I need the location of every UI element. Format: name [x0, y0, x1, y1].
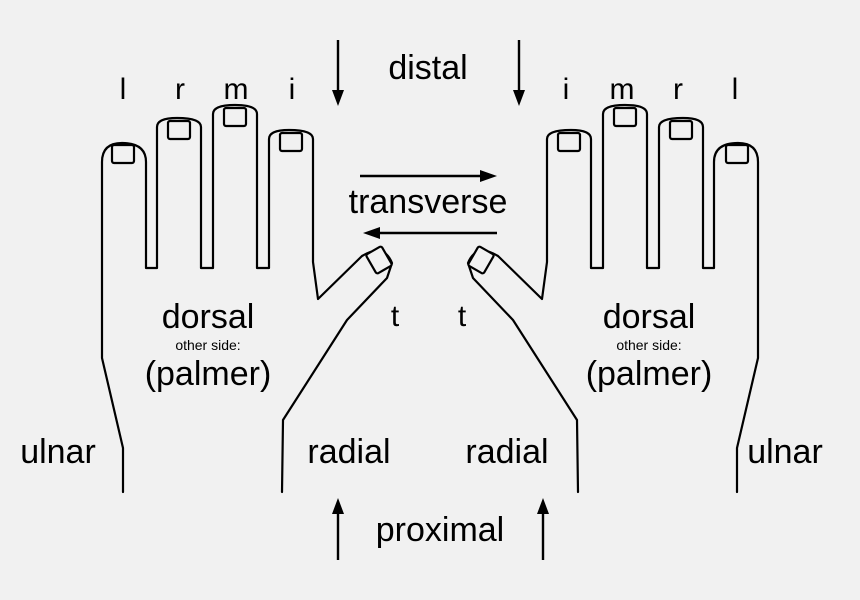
left-radial-label: radial [307, 433, 390, 471]
right-finger-label-middle: m [610, 73, 635, 106]
transverse-arrow-left-head [363, 227, 380, 239]
left-finger-label-little: l [120, 73, 127, 106]
left-ulnar-label: ulnar [20, 433, 96, 471]
direction-arrows [332, 40, 549, 560]
right-hand-outline [466, 103, 760, 494]
left-finger-label-ring: r [175, 73, 185, 106]
left-thumb-label: t [391, 300, 400, 333]
distal-arrow-left-head [332, 90, 344, 106]
right-ulnar-label: ulnar [747, 433, 823, 471]
transverse-label: transverse [349, 183, 508, 221]
distal-label: distal [388, 49, 467, 87]
left-ring-fingernail [166, 119, 192, 141]
proximal-arrow-left-head [332, 498, 344, 514]
right-dorsal-label: dorsal [603, 298, 696, 336]
left-hand-outline [100, 103, 394, 494]
proximal-arrow-right-head [537, 498, 549, 514]
transverse-arrow-right-head [480, 170, 497, 182]
left-hand [100, 103, 394, 494]
right-radial-label: radial [465, 433, 548, 471]
left-finger-label-index: i [289, 73, 296, 106]
right-ring-fingernail [668, 119, 694, 141]
right-hand [466, 103, 760, 494]
left-index-fingernail [278, 131, 304, 153]
left-middle-fingernail [222, 106, 248, 128]
right-other-side-note: other side: [616, 337, 681, 353]
right-palmer-label: (palmer) [586, 355, 713, 393]
left-thumbnail [365, 245, 393, 275]
right-thumb-label: t [458, 300, 467, 333]
left-other-side-note: other side: [175, 337, 240, 353]
right-finger-label-little: l [732, 73, 739, 106]
right-little-fingernail [724, 143, 750, 165]
left-palmer-label: (palmer) [145, 355, 272, 393]
distal-arrow-right-head [513, 90, 525, 106]
right-thumbnail [467, 245, 495, 275]
right-finger-label-ring: r [673, 73, 683, 106]
right-middle-fingernail [612, 106, 638, 128]
left-little-fingernail [110, 143, 136, 165]
proximal-label: proximal [376, 511, 504, 549]
left-finger-label-middle: m [224, 73, 249, 106]
right-index-fingernail [556, 131, 582, 153]
right-finger-label-index: i [563, 73, 570, 106]
left-dorsal-label: dorsal [162, 298, 255, 336]
